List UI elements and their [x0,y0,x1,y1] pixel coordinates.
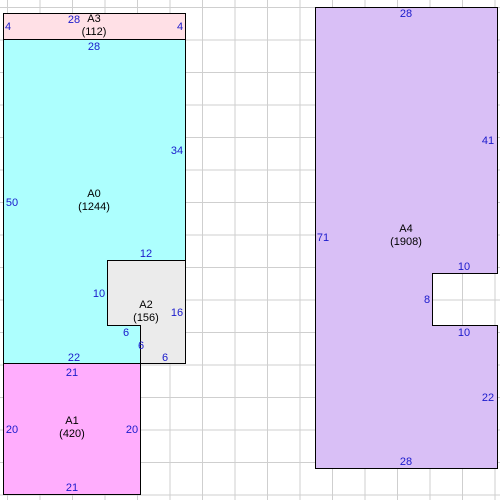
dim-a1-right: 20 [126,424,138,436]
dim-a0-step: 12 [140,248,152,260]
region-a4-name: A4 [399,223,412,235]
region-a0-name: A0 [87,188,100,200]
dim-a4-right-lower: 22 [482,392,494,404]
dim-a2-notch-v: 6 [138,340,144,352]
dim-a0-right: 34 [171,145,183,157]
region-a0-area: (1244) [78,201,110,213]
region-a1-name: A1 [65,415,78,427]
dim-a2-inner: 10 [93,288,105,300]
dim-a3-right: 4 [177,21,183,33]
dim-a2-notch-h: 6 [123,327,129,339]
region-a3[interactable] [3,13,186,40]
dim-a1-bottom: 21 [66,482,78,494]
dim-a4-bottom: 28 [400,456,412,468]
region-a3-name: A3 [87,13,100,25]
dim-a4-notch-top: 10 [458,261,470,273]
region-a3-area: (112) [82,26,107,38]
dim-a4-top: 28 [400,8,412,20]
dim-a4-notch-bottom: 10 [458,327,470,339]
dim-a0-top: 28 [88,41,100,53]
dim-a3-left: 4 [5,21,11,33]
dim-a3-top: 28 [68,14,80,26]
region-a1[interactable] [3,363,141,495]
dim-a2-bottom: 6 [162,352,168,364]
dim-a4-notch-depth: 8 [424,294,430,306]
region-a4-area: (1908) [390,236,422,248]
region-a4[interactable] [315,7,498,469]
dim-a1-left: 20 [6,424,18,436]
dim-a0-bottom: 22 [68,352,80,364]
region-a1-area: (420) [59,428,85,440]
dim-a0-left: 50 [6,197,18,209]
dim-a4-left: 71 [317,232,329,244]
region-a2-name: A2 [139,299,152,311]
dim-a1-top: 21 [66,367,78,379]
dim-a2-right: 16 [171,307,183,319]
dim-a4-right-upper: 41 [482,135,494,147]
region-a2-area: (156) [133,312,159,324]
